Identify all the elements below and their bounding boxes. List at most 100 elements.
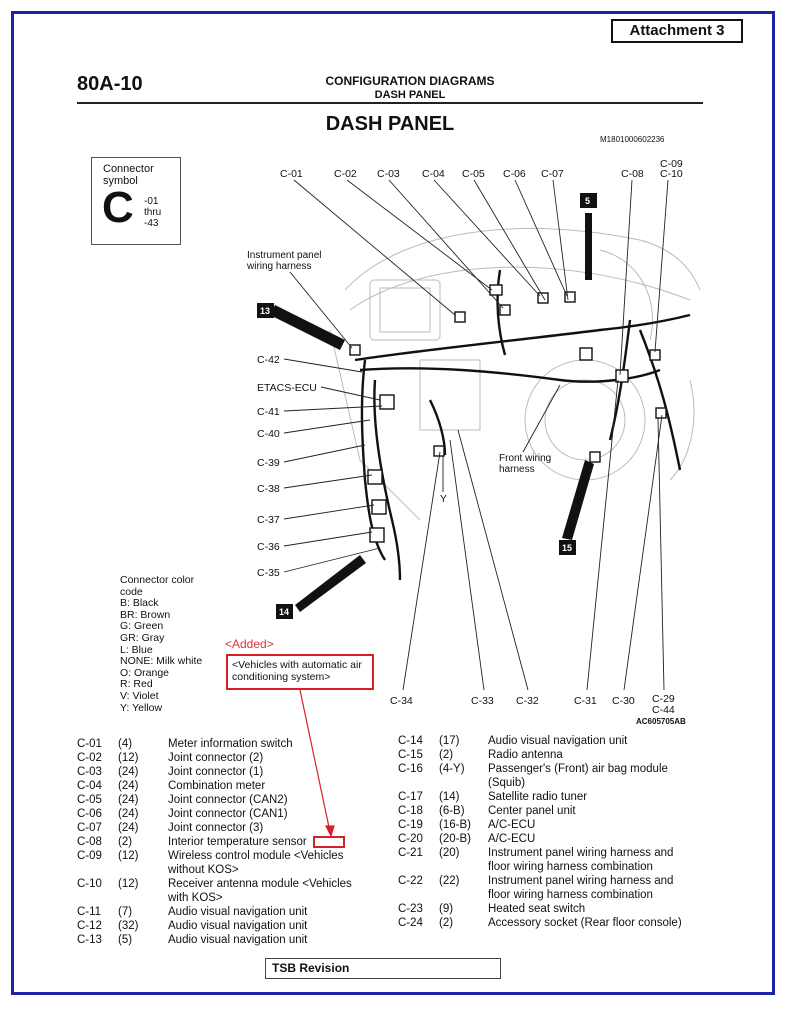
connector-row: C-13(5)Audio visual navigation unit xyxy=(77,933,377,947)
diagram-label-c41: C-41 xyxy=(257,406,280,418)
connector-pins: (12) xyxy=(118,752,139,764)
connector-row: C-16(4-Y)Passenger's (Front) air bag mod… xyxy=(398,762,698,790)
color-code-item: Y: Yellow xyxy=(120,701,163,714)
connector-name: Instrument panel wiring harness and floo… xyxy=(488,875,674,901)
bottom-connector-labels: C-34 C-33 C-32 C-31 C-30 C-29 C-44 xyxy=(390,693,675,716)
connector-pins: (4-Y) xyxy=(439,763,465,775)
connector-pins: (9) xyxy=(439,903,454,915)
connector-id: C-19 xyxy=(398,819,423,831)
connector-name: Radio antenna xyxy=(488,749,563,761)
connector-row: C-04 (24) Combination meter xyxy=(77,779,377,793)
connector-name: Instrument panel wiring harness and floo… xyxy=(488,847,674,873)
connector-row: C-11(7)Audio visual navigation unit xyxy=(77,905,377,919)
connector-range-line: thru xyxy=(144,207,162,218)
diagram-label-c02: C-02 xyxy=(334,168,357,180)
color-code-item: BR: Brown xyxy=(120,608,171,621)
connector-pins: (7) xyxy=(118,906,133,918)
annotation-box-line: conditioning system> xyxy=(232,671,331,683)
diagram-label-c08: C-08 xyxy=(621,168,644,180)
connector-id: C-11 xyxy=(77,906,102,918)
connector-name: Meter information switch xyxy=(168,738,293,750)
diagram-label-c39: C-39 xyxy=(257,457,280,469)
connector-symbol-range: -01 thru -43 xyxy=(144,196,161,229)
connector-id: C-03 xyxy=(77,766,102,778)
connector-pins: (2) xyxy=(439,749,454,761)
color-code-title: Connector color xyxy=(120,574,195,586)
connector-row: C-08 (2) Interior temperature sensor xyxy=(77,835,377,849)
connector-pins: (2) xyxy=(439,917,454,929)
connector-name: Interior temperature sensor xyxy=(168,836,307,848)
diagram-label-c40: C-40 xyxy=(257,428,280,440)
connector-name: Center panel unit xyxy=(488,805,576,817)
connector-pins: (24) xyxy=(118,808,139,820)
connector-name: Joint connector (CAN1) xyxy=(168,808,288,820)
color-code-title: code xyxy=(120,585,143,598)
connector-id: C-01 xyxy=(77,738,102,750)
connector-id: C-15 xyxy=(398,749,423,761)
attachment-label: Attachment 3 xyxy=(611,19,743,43)
diagram-label-c34: C-34 xyxy=(390,695,413,707)
connector-name: Accessory socket (Rear floor console) xyxy=(488,917,682,929)
connector-id: C-04 xyxy=(77,780,102,792)
diagram-label-etacs: ETACS-ECU xyxy=(257,382,317,394)
view-markers xyxy=(257,193,597,619)
connector-pins: (22) xyxy=(439,875,460,887)
color-code-item: GR: Gray xyxy=(120,631,165,644)
connector-symbol-box: Connector symbol C -01 thru -43 xyxy=(91,157,181,245)
connector-pins: (14) xyxy=(439,791,460,803)
connector-pins: (17) xyxy=(439,735,460,747)
annotation-target-box xyxy=(313,836,345,848)
connector-id: C-23 xyxy=(398,903,423,915)
connector-id: C-18 xyxy=(398,805,423,817)
connector-row: C-22(22)Instrument panel wiring harness … xyxy=(398,874,698,902)
connector-id: C-14 xyxy=(398,735,423,747)
connector-row: C-05(24)Joint connector (CAN2) xyxy=(77,793,377,807)
connector-symbol-label: Connector symbol xyxy=(103,163,154,187)
connector-row: C-18 (6-B) Center panel unit xyxy=(398,804,698,818)
connector-id: C-24 xyxy=(398,917,423,929)
connector-name: Combination meter xyxy=(168,780,266,792)
connector-row: C-19(16-B)A/C-ECU xyxy=(398,818,698,832)
connector-id: C-08 xyxy=(77,836,102,848)
connector-row: C-03 (24) Joint connector (1) xyxy=(77,765,377,779)
connector-name: Receiver antenna module <Vehicles with K… xyxy=(168,878,352,904)
color-code-item: R: Red xyxy=(120,678,153,691)
connector-pins: (2) xyxy=(118,836,133,848)
figure-id: AC605705AB xyxy=(636,717,686,726)
view-marker-5: 5 xyxy=(585,196,590,206)
view-marker-14: 14 xyxy=(279,607,289,617)
connector-row: C-02(12)Joint connector (2) xyxy=(77,751,377,765)
document-id: M1801000602236 xyxy=(600,135,665,144)
diagram-label-c05: C-05 xyxy=(462,168,485,180)
connector-pins: (24) xyxy=(118,822,139,834)
color-code-item: V: Violet xyxy=(120,689,159,702)
diagram-label-c44: C-44 xyxy=(652,704,675,716)
connector-id: C-06 xyxy=(77,808,102,820)
harness-y-mark: Y xyxy=(440,494,447,505)
connector-pins: (24) xyxy=(118,766,139,778)
connector-id: C-12 xyxy=(77,920,102,932)
connector-pins: (16-B) xyxy=(439,819,471,831)
diagram-label-c09: C-09 xyxy=(660,158,683,170)
connector-pins: (24) xyxy=(118,780,139,792)
connector-id: C-05 xyxy=(77,794,102,806)
connector-pins: (6-B) xyxy=(439,805,465,817)
connector-color-code: Connector color code B: Black BR: Brown … xyxy=(120,574,202,714)
connector-id: C-16 xyxy=(398,763,423,775)
color-code-item: O: Orange xyxy=(120,666,170,679)
connector-symbol-letter: C xyxy=(102,183,134,232)
harness-ip-label-line1: Instrument panel xyxy=(247,250,322,261)
harness-front-label-line2: harness xyxy=(499,464,535,475)
connector-id: C-09 xyxy=(77,850,102,862)
connector-row: C-24 (2) Accessory socket (Rear floor cons… xyxy=(398,916,698,930)
connector-name: Joint connector (1) xyxy=(168,766,264,778)
view-marker-numbers: 13 5 14 15 xyxy=(260,196,590,617)
color-code-item: G: Green xyxy=(120,620,164,633)
connector-name: Joint connector (3) xyxy=(168,822,264,834)
connector-name: Satellite radio tuner xyxy=(488,791,588,803)
page-title: DASH PANEL xyxy=(325,113,455,135)
connector-row: C-20(20-B)A/C-ECU xyxy=(398,832,698,846)
diagram-label-c30: C-30 xyxy=(612,695,635,707)
connector-name: A/C-ECU xyxy=(488,833,536,845)
